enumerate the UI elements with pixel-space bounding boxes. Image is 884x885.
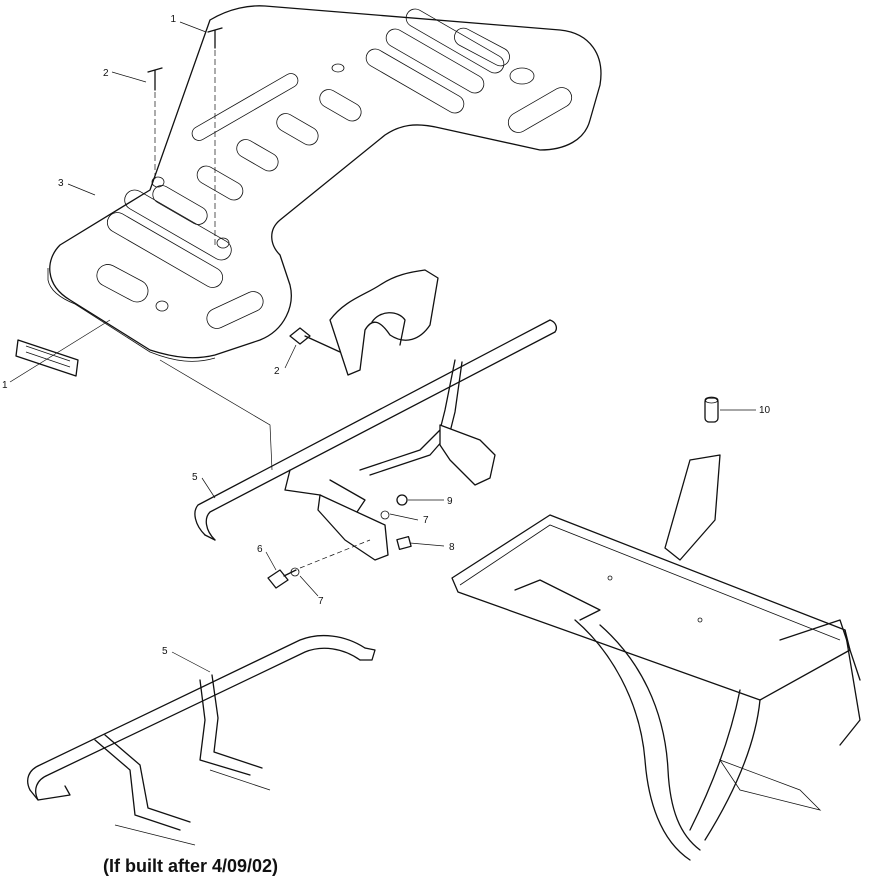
screw-top-left (147, 67, 163, 91)
mount-bracket (289, 269, 439, 376)
frame-lower-bracket (718, 759, 822, 811)
screw-top-right (207, 27, 223, 49)
alt-bar-outer (27, 634, 366, 791)
hardware-set (267, 494, 412, 589)
callout-5-lower: 5 (162, 646, 168, 657)
reflector-detail (25, 345, 71, 368)
clip-nut-8 (396, 535, 412, 551)
frame-rear-bracket (779, 619, 861, 681)
grab-bar-back-line (205, 331, 556, 541)
bracket-bolt (289, 327, 341, 353)
spacer-body (704, 397, 719, 423)
grab-bar-end (549, 319, 557, 333)
chassis-frame (451, 454, 861, 861)
spacer (704, 396, 719, 423)
alt-leg-left (94, 739, 181, 831)
frame-cutaway (329, 269, 439, 376)
support-foot (317, 494, 389, 561)
alt-leg-left-inner (104, 734, 191, 823)
alt-leg-right-inner (211, 674, 263, 769)
callout-leaders (9, 21, 756, 673)
cutaway-curve (371, 312, 406, 346)
alt-bar-inner (35, 647, 361, 801)
frame-rail-inner (459, 524, 841, 641)
top-screws (147, 27, 223, 245)
alt-leg-right (199, 679, 251, 776)
frame-rear-member (839, 629, 861, 746)
callout-9: 9 (447, 496, 453, 507)
callout-2-bolt: 2 (274, 366, 280, 377)
rack-slots (96, 8, 573, 329)
callout-7-upper: 7 (423, 515, 429, 526)
alt-bar-end (359, 647, 376, 661)
nut-9 (396, 494, 408, 506)
rear-rack (47, 5, 602, 362)
frame-down-tube-b (599, 624, 701, 851)
callout-1-reflector: 1 (2, 380, 8, 391)
callout-6: 6 (257, 544, 263, 555)
reflector-plate (15, 339, 79, 377)
frame-upright (664, 454, 721, 561)
callout-8: 8 (449, 542, 455, 553)
callout-3-rack: 3 (58, 178, 64, 189)
callout-10: 10 (759, 405, 771, 416)
alt-bar-cap (29, 785, 71, 801)
rack-edge (47, 268, 216, 362)
grab-bar-upper (159, 319, 557, 561)
frame-down-tube-d (704, 699, 761, 841)
build-date-caption: (If built after 4/09/02) (103, 856, 278, 876)
bolt-6 (267, 569, 297, 589)
callout-7-lower: 7 (318, 596, 324, 607)
callout-labels: 1 1 2 2 3 5 5 6 7 7 8 9 10 (2, 14, 771, 657)
frame-top-rail (451, 514, 851, 701)
washer-7-lower (290, 567, 300, 577)
frame-crossmember (514, 579, 601, 621)
support-tab (439, 424, 496, 486)
frame-down-tube-a (574, 619, 691, 861)
callout-5-upper: 5 (192, 472, 198, 483)
callout-1-top: 1 (170, 14, 176, 25)
reflector-body (15, 339, 79, 377)
spacer-top (704, 396, 719, 404)
rack-body (49, 5, 602, 359)
assembly-leader (159, 359, 273, 471)
washer-7-upper (380, 510, 390, 520)
support-leg-right (359, 359, 456, 471)
alt-leg-feet (114, 769, 271, 846)
frame-down-tube-c (689, 689, 741, 831)
grab-bar-alt (27, 634, 376, 846)
callout-2-screw: 2 (103, 68, 109, 79)
hardware-axis (299, 539, 371, 569)
grab-bar-front-line (194, 319, 551, 536)
grab-bar-cap (204, 534, 216, 541)
